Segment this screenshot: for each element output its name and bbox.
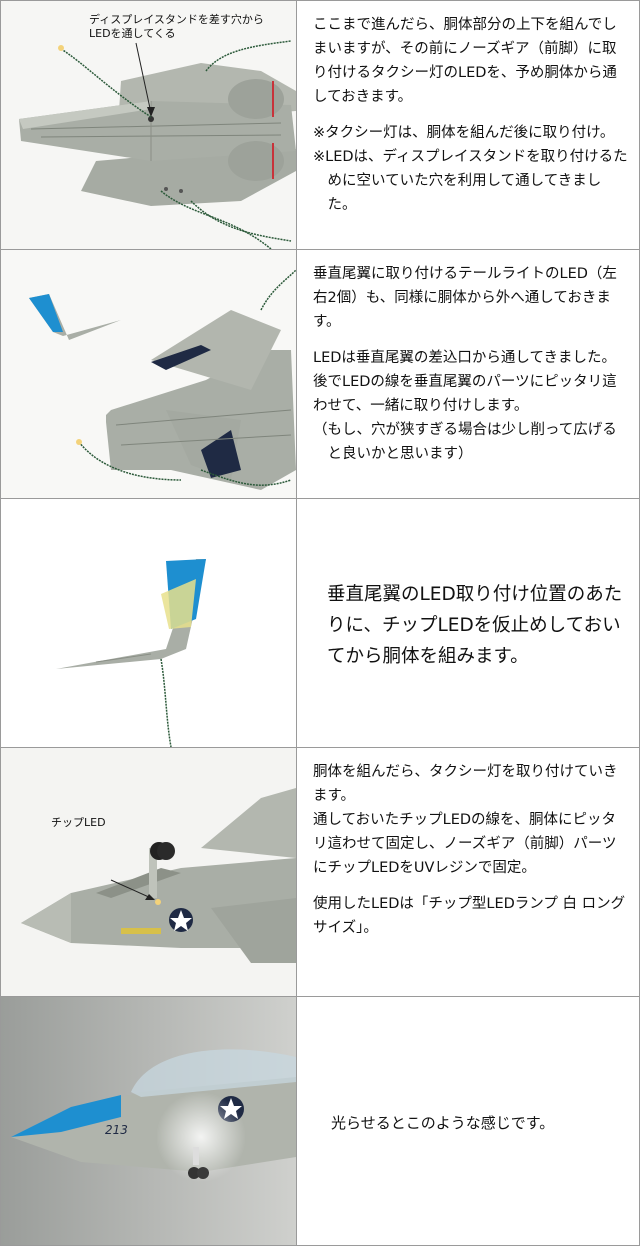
step-5-text: 光らせるとこのような感じです。 — [297, 997, 639, 1245]
modex-decal: 213 — [105, 1123, 128, 1137]
step-1-paragraph-1: ここまで進んだら、胴体部分の上下を組んでしまいますが、その前にノーズギア（前脚）… — [313, 17, 617, 105]
step-row-4: チップLED 胴体を組んだら、タクシー灯を取り付けていきます。 通しておいたチッ… — [0, 747, 640, 997]
step-4-text: 胴体を組んだら、タクシー灯を取り付けていきます。 通しておいたチップLEDの線を… — [297, 748, 639, 960]
step-4-annotation: チップLED — [51, 816, 106, 830]
annotation-line-2: LEDを通してくる — [89, 27, 176, 40]
step-3-text: 垂直尾翼のLED取り付け位置のあたりに、チップLEDを仮止めしておいてから胴体を… — [297, 499, 639, 747]
step-5-photo-cell: 213 — [0, 996, 297, 1246]
step-row-5: 213 光らせるとこのような感じです。 — [0, 996, 640, 1246]
step-2-photo — [1, 250, 296, 498]
step-1-text-cell: ここまで進んだら、胴体部分の上下を組んでしまいますが、その前にノーズギア（前脚）… — [296, 0, 640, 250]
step-1-note-1: ※タクシー灯は、胴体を組んだ後に取り付け。 — [313, 125, 615, 141]
step-2-paragraph-1: 垂直尾翼に取り付けるテールライトのLED（左右2個）も、同様に胴体から外へ通して… — [313, 266, 617, 330]
step-3-text-cell: 垂直尾翼のLED取り付け位置のあたりに、チップLEDを仮止めしておいてから胴体を… — [296, 498, 640, 748]
step-1-photo-cell: ディスプレイスタンドを差す穴から LEDを通してくる — [0, 0, 297, 250]
step-5-photo: 213 — [1, 997, 296, 1245]
step-3-photo — [1, 499, 296, 747]
fuselage-photo-illustration — [1, 1, 296, 249]
step-2-text: 垂直尾翼に取り付けるテールライトのLED（左右2個）も、同様に胴体から外へ通して… — [297, 250, 639, 474]
step-3-photo-cell — [0, 498, 297, 748]
nose-gear-photo-illustration — [1, 748, 296, 996]
annotation-chip-led: チップLED — [51, 816, 106, 829]
step-1-annotation: ディスプレイスタンドを差す穴から LEDを通してくる — [89, 13, 264, 41]
step-5-paragraph-1: 光らせるとこのような感じです。 — [331, 1114, 555, 1132]
step-row-2: 垂直尾翼に取り付けるテールライトのLED（左右2個）も、同様に胴体から外へ通して… — [0, 249, 640, 499]
step-2-photo-cell — [0, 249, 297, 499]
step-2-text-cell: 垂直尾翼に取り付けるテールライトのLED（左右2個）も、同様に胴体から外へ通して… — [296, 249, 640, 499]
step-3-paragraph-1: 垂直尾翼のLED取り付け位置のあたりに、チップLEDを仮止めしておいてから胴体を… — [327, 583, 623, 667]
step-row-3: 垂直尾翼のLED取り付け位置のあたりに、チップLEDを仮止めしておいてから胴体を… — [0, 498, 640, 748]
tail-fin-photo-illustration — [1, 499, 296, 747]
step-2-paragraph-3: （もし、穴が狭すぎる場合は少し削って広げると良いかと思います） — [313, 422, 617, 462]
step-row-1: ディスプレイスタンドを差す穴から LEDを通してくる ここまで進んだら、胴体部分… — [0, 0, 640, 250]
step-4-photo: チップLED — [1, 748, 296, 996]
step-4-text-cell: 胴体を組んだら、タクシー灯を取り付けていきます。 通しておいたチップLEDの線を… — [296, 747, 640, 997]
step-4-photo-cell: チップLED — [0, 747, 297, 997]
step-5-text-cell: 光らせるとこのような感じです。 — [296, 996, 640, 1246]
step-1-note-2: ※LEDは、ディスプレイスタンドを取り付けるために空いていた穴を利用して通してき… — [313, 149, 628, 213]
lit-model-photo-illustration: 213 — [1, 997, 296, 1245]
step-4-paragraph-3: 使用したLEDは「チップ型LEDランプ 白 ロングサイズ」。 — [313, 896, 626, 936]
tail-wire-photo-illustration — [1, 250, 296, 498]
step-1-photo: ディスプレイスタンドを差す穴から LEDを通してくる — [1, 1, 296, 249]
step-4-paragraph-1: 胴体を組んだら、タクシー灯を取り付けていきます。 — [313, 764, 618, 804]
annotation-line-1: ディスプレイスタンドを差す穴から — [89, 13, 264, 26]
step-1-text: ここまで進んだら、胴体部分の上下を組んでしまいますが、その前にノーズギア（前脚）… — [297, 1, 639, 225]
step-4-paragraph-2: 通しておいたチップLEDの線を、胴体にピッタリ這わせて固定し、ノーズギア（前脚）… — [313, 812, 617, 876]
step-2-paragraph-2: LEDは垂直尾翼の差込口から通してきました。後でLEDの線を垂直尾翼のパーツにピ… — [313, 350, 617, 414]
